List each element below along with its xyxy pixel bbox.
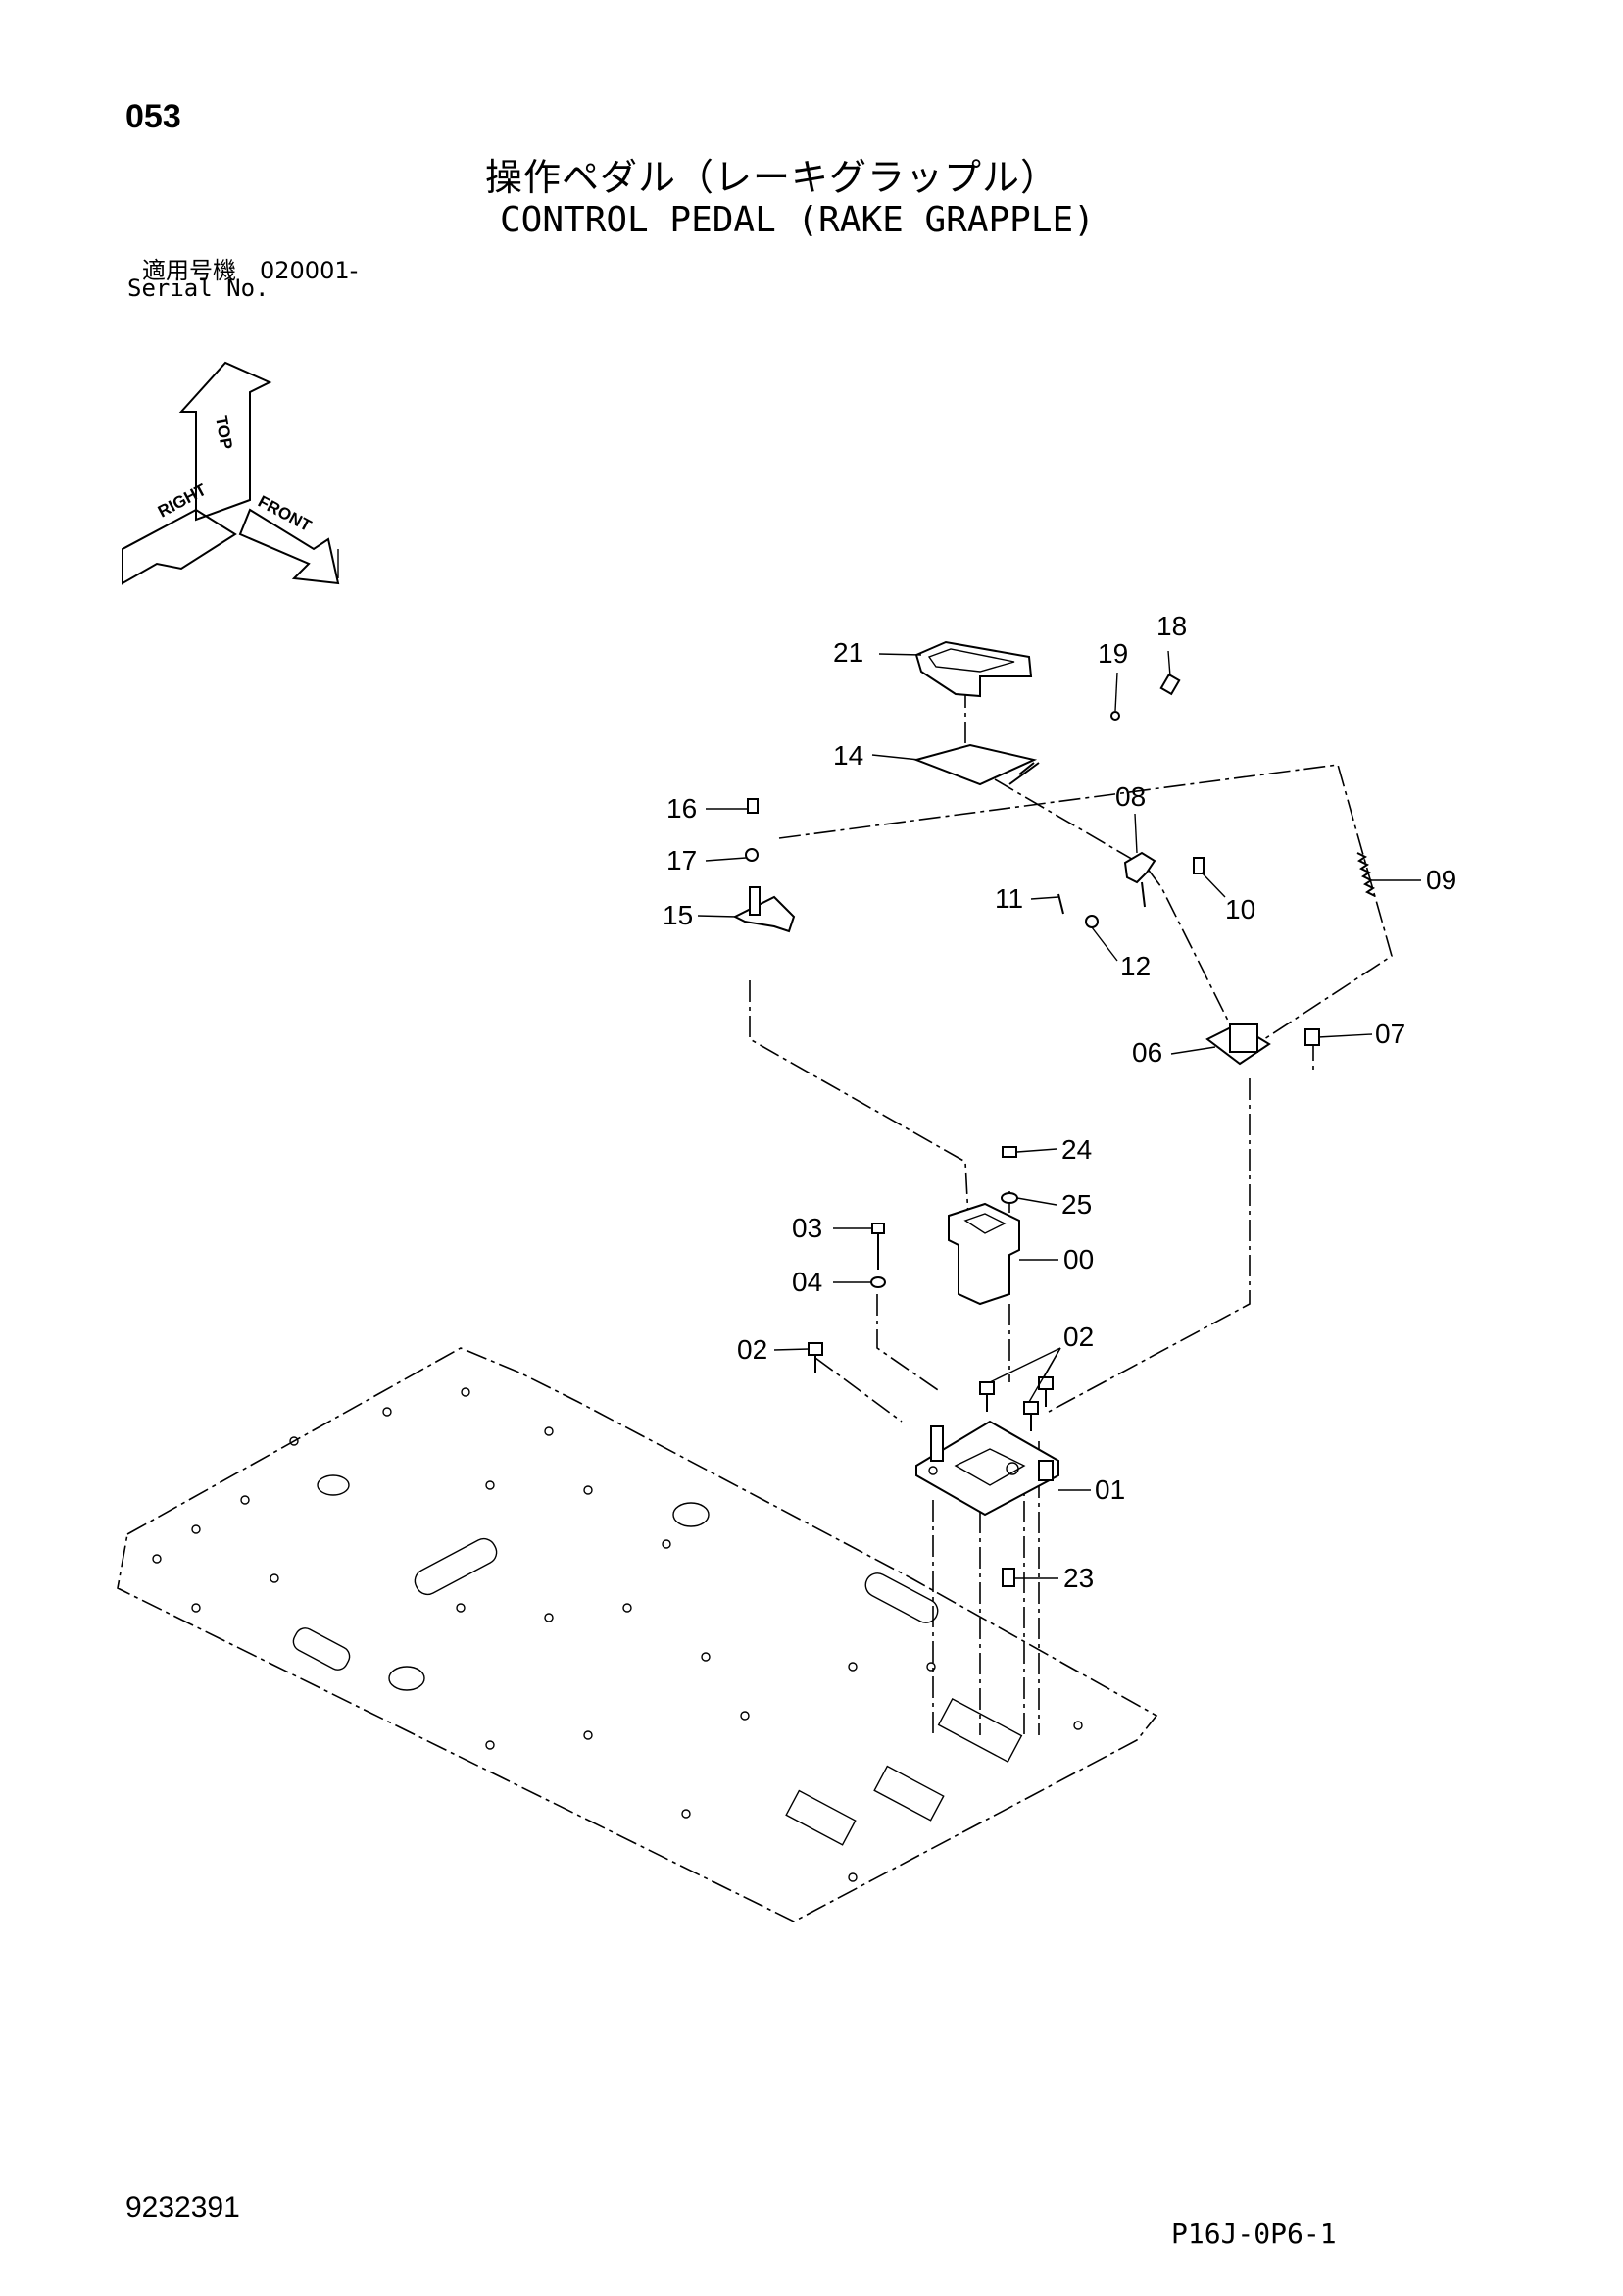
part-04-washer (870, 1276, 886, 1288)
callout-18: 18 (1156, 611, 1187, 641)
part-15-bracket (732, 886, 796, 933)
leader-lines (697, 650, 1421, 1579)
page-title-japanese: 操作ペダル（レーキグラップル） (485, 156, 1059, 199)
callout-labels: 21 18 19 14 16 08 17 11 10 09 15 12 06 0… (663, 611, 1456, 1593)
part-24-nut (1002, 1146, 1017, 1158)
part-17-washer (745, 848, 759, 862)
callout-14: 14 (833, 740, 863, 771)
callout-19: 19 (1098, 638, 1128, 669)
page-title-english: CONTROL PEDAL (RAKE GRAPPLE) (500, 200, 1095, 240)
callout-21: 21 (833, 637, 863, 668)
part-19-clip (1110, 711, 1120, 721)
floor-plate (117, 1347, 1158, 1922)
part-16-bolt (747, 798, 759, 814)
callout-24: 24 (1061, 1134, 1092, 1165)
part-10-bolt (1193, 857, 1205, 874)
callout-25: 25 (1061, 1189, 1092, 1220)
part-06-bracket (1205, 1023, 1271, 1066)
callout-02-left: 02 (737, 1334, 767, 1365)
part-25-washer (1001, 1192, 1018, 1204)
callout-11: 11 (995, 883, 1023, 914)
callout-01: 01 (1095, 1474, 1125, 1505)
orientation-front-label: FRONT (255, 492, 315, 536)
page-code: P16J-0P6-1 (1171, 2218, 1337, 2250)
part-12-nut (1085, 915, 1099, 928)
callout-09: 09 (1426, 865, 1456, 895)
callout-10: 10 (1225, 894, 1255, 924)
part-00-pilot-valve (948, 1202, 1020, 1306)
part-09-spring (1356, 852, 1376, 897)
part-21-pedal-cover (914, 640, 1033, 698)
callout-15: 15 (663, 900, 693, 930)
callout-07: 07 (1375, 1019, 1405, 1049)
callout-06: 06 (1132, 1037, 1162, 1068)
part-02-bolt (808, 1342, 1054, 1431)
page-number: 053 (125, 98, 181, 135)
serial-label-english: Serial No. (127, 275, 270, 302)
orientation-top-label: TOP (212, 414, 236, 450)
part-03-bolt (871, 1223, 885, 1270)
part-23-bolt (1002, 1568, 1015, 1587)
callout-17: 17 (666, 845, 697, 875)
callout-04: 04 (792, 1267, 822, 1297)
serial-label-japanese: 適用号機 020001- (142, 257, 359, 284)
callout-08: 08 (1115, 781, 1146, 812)
part-08-lever (1123, 851, 1156, 908)
orientation-indicator: TOP RIGHT FRONT (122, 361, 340, 585)
document-number: 9232391 (125, 2191, 240, 2223)
callout-12: 12 (1120, 951, 1151, 981)
callout-02-right: 02 (1063, 1322, 1094, 1352)
part-11-pin (1057, 893, 1064, 915)
part-14-pedal-plate (912, 743, 1040, 786)
part-18-pin (1159, 673, 1181, 696)
orientation-right-label: RIGHT (155, 480, 210, 522)
callout-16: 16 (666, 793, 697, 824)
callout-23: 23 (1063, 1563, 1094, 1593)
part-01-mounting-plate (915, 1420, 1059, 1517)
callout-03: 03 (792, 1213, 822, 1243)
part-07-bolt (1304, 1028, 1320, 1046)
assembly-lines (749, 686, 1393, 1735)
callout-00: 00 (1063, 1244, 1094, 1274)
